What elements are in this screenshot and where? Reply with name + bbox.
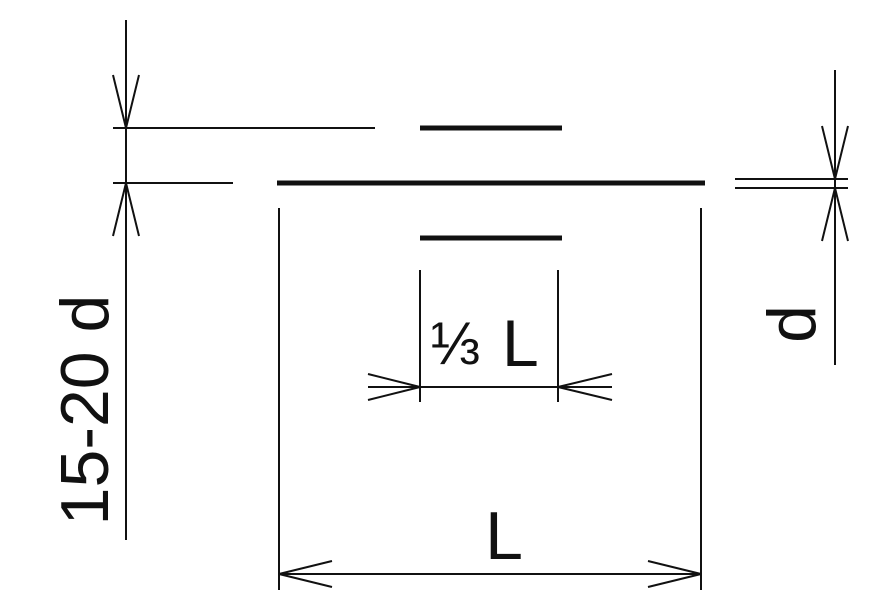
spacing-label: 15-20 d [47, 295, 123, 526]
third-length-unit: L [502, 306, 539, 380]
spacing-dimension [112, 20, 375, 540]
length-arrow-left [278, 560, 333, 588]
length-dimension [278, 208, 702, 590]
third-length-fraction: ⅓ [430, 310, 480, 377]
thickness-dimension [735, 70, 849, 365]
thickness-arrow-top [821, 125, 849, 180]
thickness-arrow-bottom [821, 187, 849, 242]
spacing-arrow-bottom [112, 182, 140, 237]
length-arrow-right [647, 560, 702, 588]
spacing-arrow-top [112, 74, 140, 129]
length-label: L [485, 498, 523, 574]
third-arrow-left [367, 373, 421, 401]
thickness-label: d [754, 305, 830, 343]
third-length-dimension [367, 270, 613, 402]
third-arrow-right [557, 373, 613, 401]
